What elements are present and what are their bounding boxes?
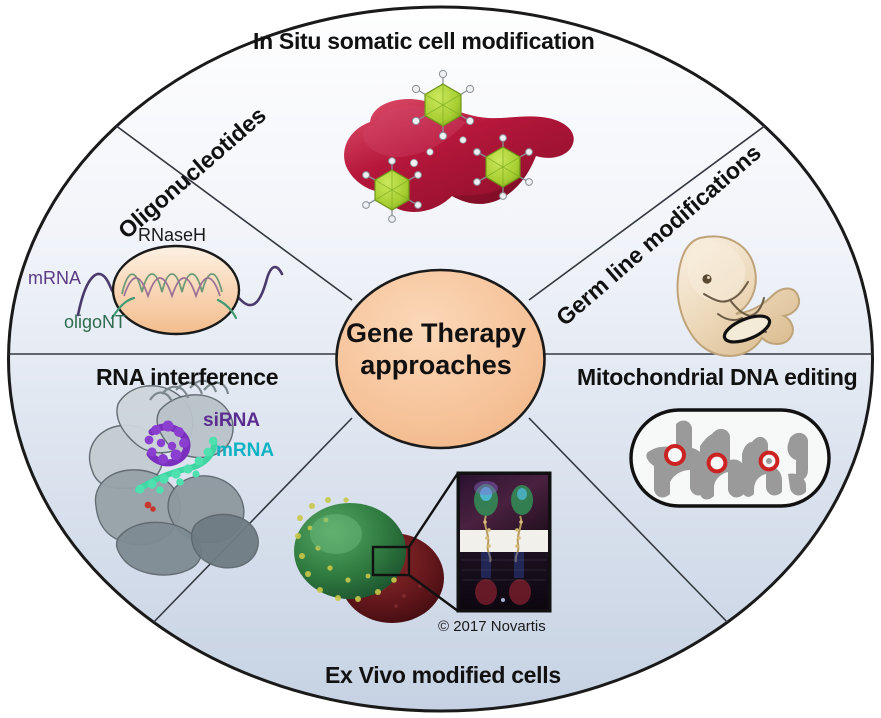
magnifier-selection-box: [371, 545, 411, 577]
ex-vivo-cells-with-microscopy-inset: [294, 471, 552, 623]
divider-lower-right: [528, 417, 734, 629]
aav-virus-particle: [473, 134, 533, 200]
divider-upper-left: [91, 107, 353, 301]
t-cell-microvilli: [295, 497, 397, 602]
mtdna-markers: [664, 444, 780, 474]
divider-upper-right: [528, 107, 790, 301]
argonaute-protein-sirna-mrna-structure: [88, 379, 259, 576]
liver-with-aav-viruses-illustration: [344, 69, 574, 223]
magnifier-leader-lines: [407, 472, 460, 612]
oligont-annotation: oligoNT: [64, 312, 127, 332]
aav-virus-particle: [362, 157, 422, 223]
center-label-line2: approaches: [360, 349, 512, 380]
center-circle-label: Gene Therapy approaches: [333, 318, 539, 382]
mitochondrion-with-mtdna-illustration: [629, 408, 831, 508]
microscopy-inset-panel: [456, 471, 552, 613]
sector-label-in-situ: In Situ somatic cell modification: [253, 28, 595, 54]
sirna-strand: [144, 420, 191, 467]
sirna-annotation: siRNA: [203, 410, 261, 431]
rnaseh-bubble: [111, 244, 241, 336]
rnaseh-annotation: RNaseH: [138, 225, 207, 245]
copyright-notice: © 2017 Novartis: [438, 618, 546, 635]
sector-label-rna-interference: RNA interference: [96, 364, 279, 390]
mrna-oligonucleotide-rnaseh-illustration: [76, 244, 284, 336]
mrna-annotation-rnai: mRNA: [216, 440, 275, 461]
sector-label-ex-vivo-modified-cells: Ex Vivo modified cells: [325, 662, 561, 688]
mrna-strand: [135, 436, 218, 494]
mrna-annotation-oligonucleotides: mRNA: [28, 268, 81, 288]
human-embryo-illustration: [676, 235, 800, 358]
sector-label-mitochondrial-dna-editing: Mitochondrial DNA editing: [577, 364, 858, 390]
aav-virus-particle: [411, 69, 475, 141]
center-label-line1: Gene Therapy: [345, 318, 527, 348]
